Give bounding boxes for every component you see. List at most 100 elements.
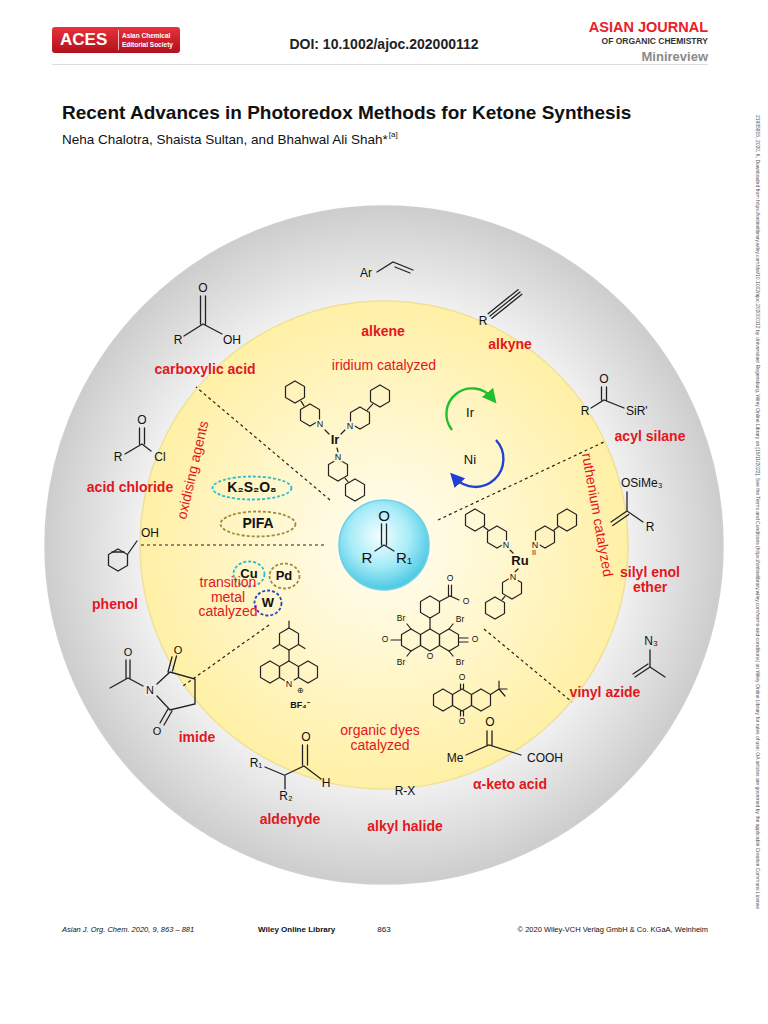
atom-label: R-X: [395, 785, 416, 798]
atom-label: Me: [447, 752, 464, 765]
atom-label: O: [599, 373, 608, 386]
substrate-name: acid chloride: [87, 480, 173, 495]
logo-text: Asian Chemical: [122, 32, 170, 39]
bond: [377, 262, 413, 273]
charge: ⊕: [297, 687, 304, 696]
catalyst-structure: [486, 597, 505, 619]
substrate-name: vinyl azide: [570, 685, 641, 700]
substrate-name: imide: [179, 730, 216, 745]
atom-label: N: [316, 420, 325, 429]
sector-divider: [196, 387, 330, 500]
bond: [591, 387, 624, 408]
atom-label: N: [502, 541, 511, 550]
bond: [125, 428, 151, 454]
atom-label: N: [509, 573, 518, 582]
atom-label: Br: [396, 614, 407, 623]
substrate-name: alkyne: [488, 337, 532, 352]
catalyst-structure: [346, 479, 365, 501]
atom-label: Br: [455, 658, 466, 667]
journal-logo: [118, 30, 119, 50]
counter-ion: BF₄⁻: [290, 701, 309, 711]
sector-divider: [139, 387, 606, 702]
cycle-arrow: [446, 388, 492, 430]
reagent-ellipse: K₂S₂O₈: [211, 475, 293, 501]
ketone-core: ORR₁: [338, 499, 430, 591]
metal-label: Ru: [511, 554, 528, 568]
atom-label: O: [472, 635, 479, 644]
atom-label: H: [322, 777, 331, 790]
sector-label: transition metal catalyzed: [187, 575, 269, 619]
bond: [633, 650, 665, 677]
substrate-name: aldehyde: [260, 812, 321, 827]
cycle-metal: Ni: [464, 453, 476, 467]
atom-label: O: [153, 725, 162, 737]
substrate-name: acyl silane: [615, 429, 686, 444]
atom-label: R: [362, 550, 373, 567]
footer-copyright: © 2020 Wiley-VCH Verlag GmbH & Co. KGaA,…: [518, 926, 708, 934]
atom-label: R: [581, 405, 590, 418]
sector-divider: [438, 441, 606, 520]
substrate-name: carboxylic acid: [154, 362, 255, 377]
metal-name: Pd: [276, 569, 293, 583]
substrate-name: alkyl halide: [367, 819, 442, 834]
metal-ellipse-shape: [269, 564, 299, 589]
catalyst-structure: [301, 401, 373, 481]
atom-label: O: [459, 673, 466, 682]
bond: [611, 492, 643, 526]
atom-label: R₂: [279, 790, 292, 803]
reagent-name: PIFA: [242, 516, 273, 531]
journal-logo: [52, 27, 180, 53]
catalyst-structure: [286, 381, 305, 403]
catalyst-structure: [299, 661, 318, 683]
substrate-ring-shape: [45, 206, 723, 884]
catalyst-structure: [273, 621, 305, 661]
bond: [466, 731, 521, 755]
catalyst-structure: [280, 628, 299, 650]
bond: [265, 745, 321, 789]
atom-label: O: [426, 652, 435, 661]
atom-label: O: [301, 731, 310, 744]
bond: [109, 262, 666, 789]
header-rule: [52, 64, 708, 65]
bond: [112, 541, 137, 555]
catalyst-structure: [461, 681, 508, 716]
atom-label: O: [447, 574, 454, 583]
reagent-ellipse: PIFA: [219, 510, 297, 538]
reagent-ellipse-shape: [221, 512, 296, 537]
journal-name: ASIAN JOURNAL: [589, 20, 708, 36]
catalyst-structure: [371, 385, 390, 407]
catalysis-disk-shape: [140, 301, 628, 789]
atom-label: R: [174, 334, 183, 347]
atom-label: OSiMe₃: [621, 477, 663, 490]
logo-text: ACES: [60, 31, 107, 50]
page-number: 863: [377, 926, 390, 935]
metal-ellipse-shape: [234, 562, 265, 587]
reagent-name: K₂S₂O₈: [227, 480, 276, 495]
article-title: Recent Advances in Photoredox Methods fo…: [62, 103, 631, 124]
atom-label: R₁: [250, 757, 263, 770]
sector-divider: [139, 544, 324, 545]
atom-label: SiR': [626, 405, 648, 418]
catalyst-structure: [440, 629, 459, 651]
atom-label: N: [531, 541, 540, 550]
catalyst-structure: [421, 596, 440, 618]
sector-label: iridium catalyzed: [332, 358, 436, 373]
atom-label: N: [346, 422, 355, 431]
metal-name: Cu: [240, 567, 257, 581]
affiliation-mark: [a]: [389, 131, 398, 140]
metal-ellipse: Pd: [268, 562, 301, 590]
atom-label: O: [378, 508, 390, 525]
cycle-arrow: [446, 388, 503, 487]
sector-divider: [484, 629, 572, 702]
atom-label: O: [485, 716, 494, 729]
bond: [488, 290, 522, 319]
atom-label: OH: [223, 334, 241, 347]
atom-label: N: [285, 680, 294, 689]
atom-label: Ar: [360, 267, 372, 280]
bond: [184, 296, 222, 336]
bond: [110, 656, 195, 725]
catalyst-structure: [434, 689, 453, 711]
catalyst-structure: [558, 509, 577, 531]
catalyst-structure: [472, 689, 491, 711]
ketone-core-shape: [339, 500, 429, 590]
